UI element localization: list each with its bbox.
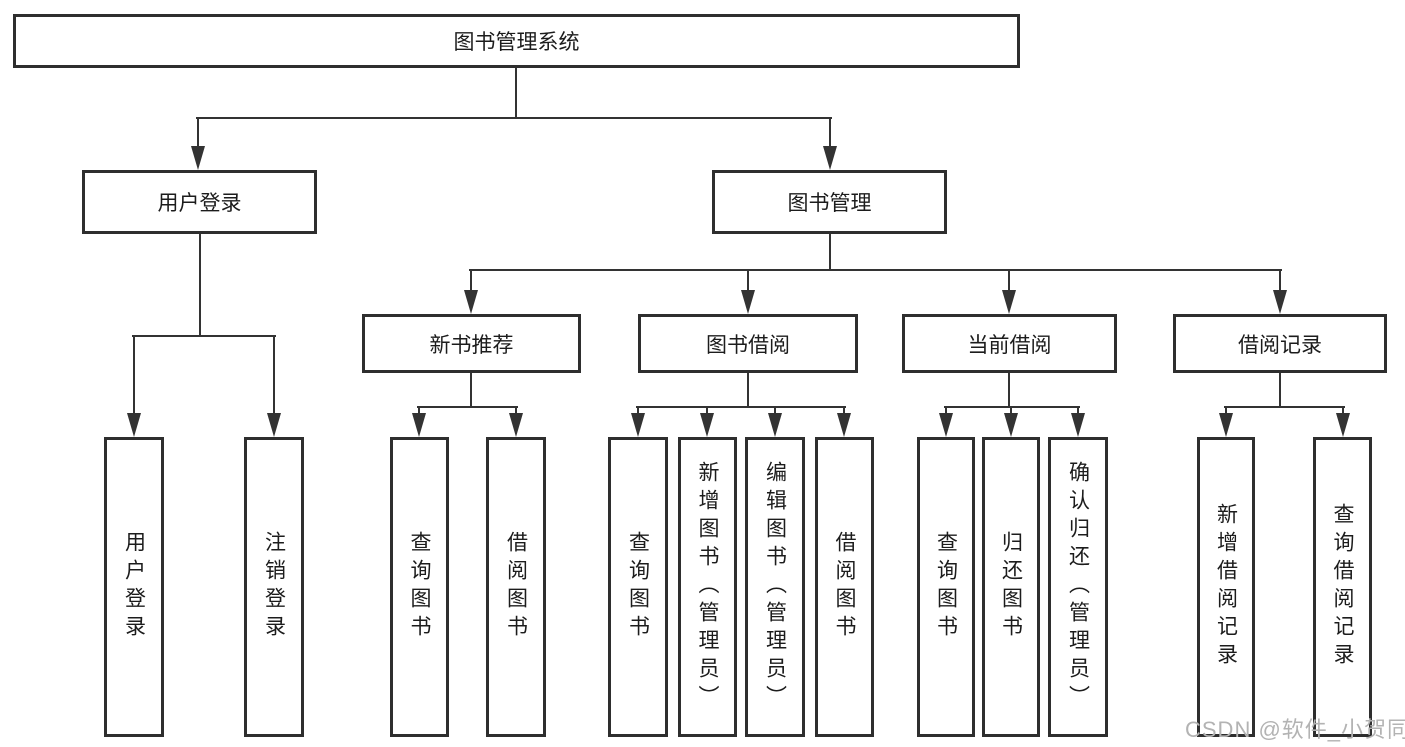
node-borrowing-records: 借阅记录 [1173, 314, 1387, 373]
connector-vline [199, 234, 201, 336]
arrow-down-icon [823, 146, 837, 170]
node-leaf-confirm-return-admin: 确认归还（管理员） [1048, 437, 1108, 737]
arrow-down-icon [768, 413, 782, 437]
arrow-down-icon [1004, 413, 1018, 437]
node-book-management: 图书管理 [712, 170, 947, 234]
arrow-down-icon [1273, 290, 1287, 314]
node-label: 图书借阅 [706, 333, 790, 357]
connector-hline [417, 406, 518, 408]
connector-vline [829, 118, 831, 148]
arrow-down-icon [191, 146, 205, 170]
connector-vline [1225, 407, 1227, 415]
connector-vline [1008, 270, 1010, 292]
connector-vline [945, 407, 947, 415]
node-leaf-edit-books-admin: 编辑图书（管理员） [745, 437, 805, 737]
node-label: 归还图书 [999, 531, 1023, 643]
connector-hline [469, 269, 1282, 271]
arrow-down-icon [1336, 413, 1350, 437]
arrow-down-icon [464, 290, 478, 314]
node-label: 图书管理系统 [453, 31, 580, 54]
arrow-down-icon [939, 413, 953, 437]
arrow-down-icon [509, 413, 523, 437]
node-label: 当前借阅 [967, 333, 1052, 357]
connector-vline [1008, 373, 1010, 407]
connector-vline [470, 373, 472, 407]
node-label: 新书推荐 [429, 333, 514, 357]
node-leaf-logout: 注销登录 [244, 437, 304, 737]
node-book-borrowing: 图书借阅 [638, 314, 858, 373]
node-label: 借阅记录 [1238, 333, 1322, 357]
arrow-down-icon [412, 413, 426, 437]
watermark: CSDN @软件_小贺同学 [1185, 717, 1405, 742]
connector-hline [636, 406, 846, 408]
connector-vline [637, 407, 639, 415]
node-leaf-add-borrow-record: 新增借阅记录 [1197, 437, 1255, 737]
node-leaf-add-books-admin: 新增图书（管理员） [678, 437, 737, 737]
node-leaf-query-borrow-record: 查询借阅记录 [1313, 437, 1372, 737]
connector-vline [843, 407, 845, 415]
connector-vline [470, 270, 472, 292]
node-label: 新增图书（管理员） [696, 461, 719, 713]
node-label: 查询图书 [934, 531, 958, 643]
node-label: 查询图书 [626, 531, 650, 643]
node-label: 图书管理 [787, 192, 872, 215]
arrow-down-icon [1219, 413, 1233, 437]
arrow-down-icon [741, 290, 755, 314]
connector-vline [829, 234, 831, 270]
arrow-down-icon [267, 413, 281, 437]
connector-vline [747, 373, 749, 407]
connector-hline [944, 406, 1080, 408]
connector-vline [774, 407, 776, 415]
node-current-borrowing: 当前借阅 [902, 314, 1117, 373]
arrow-down-icon [700, 413, 714, 437]
node-label: 确认归还（管理员） [1066, 461, 1090, 713]
node-leaf-borrow-books-1: 借阅图书 [486, 437, 546, 737]
arrow-down-icon [631, 413, 645, 437]
node-label: 用户登录 [157, 192, 242, 215]
arrow-down-icon [837, 413, 851, 437]
connector-hline [1224, 406, 1345, 408]
arrow-down-icon [1002, 290, 1016, 314]
arrow-down-icon [1071, 413, 1085, 437]
connector-vline [1342, 407, 1344, 415]
connector-vline [133, 336, 135, 415]
node-label: 查询借阅记录 [1331, 503, 1354, 671]
arrow-down-icon [127, 413, 141, 437]
node-label: 注销登录 [262, 531, 286, 643]
node-leaf-query-books-2: 查询图书 [608, 437, 668, 737]
node-user-login: 用户登录 [82, 170, 317, 234]
node-library-management-system: 图书管理系统 [13, 14, 1020, 68]
node-label: 新增借阅记录 [1214, 503, 1238, 671]
connector-vline [706, 407, 708, 415]
connector-vline [1077, 407, 1079, 415]
node-label: 编辑图书（管理员） [763, 461, 787, 713]
node-label: 借阅图书 [504, 531, 528, 643]
node-label: 查询图书 [408, 531, 431, 643]
connector-vline [515, 407, 517, 415]
node-leaf-borrow-books-2: 借阅图书 [815, 437, 874, 737]
node-label: 借阅图书 [833, 531, 856, 643]
connector-hline [132, 335, 276, 337]
node-leaf-user-login: 用户登录 [104, 437, 164, 737]
connector-vline [515, 68, 517, 118]
node-leaf-query-books-3: 查询图书 [917, 437, 975, 737]
node-new-book-recommendation: 新书推荐 [362, 314, 581, 373]
node-leaf-query-books-1: 查询图书 [390, 437, 449, 737]
connector-vline [273, 336, 275, 415]
connector-vline [197, 118, 199, 148]
connector-vline [1279, 270, 1281, 292]
node-leaf-return-books: 归还图书 [982, 437, 1040, 737]
connector-vline [1010, 407, 1012, 415]
connector-vline [1279, 373, 1281, 407]
connector-hline [196, 117, 832, 119]
connector-vline [418, 407, 420, 415]
node-label: 用户登录 [122, 531, 146, 643]
connector-vline [747, 270, 749, 292]
